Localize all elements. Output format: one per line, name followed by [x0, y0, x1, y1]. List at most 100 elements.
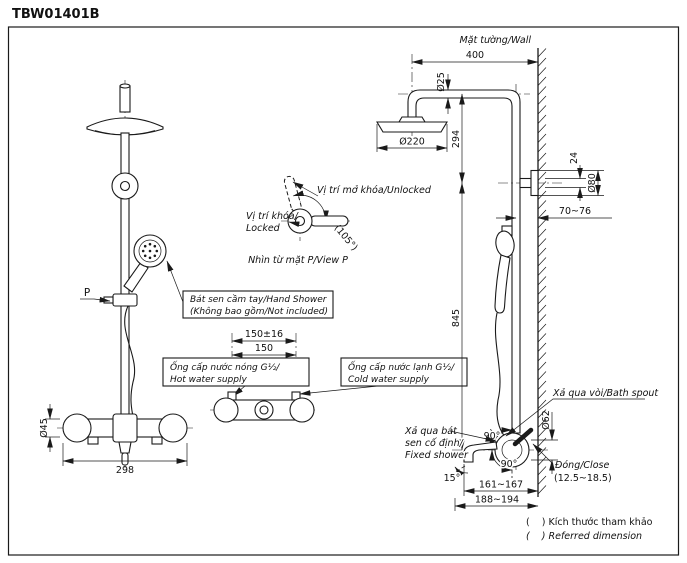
fixed-shower-line1: Xả qua bát: [404, 426, 458, 437]
dim-pitch-tolerance: 150±16: [231, 329, 297, 344]
cold-water-line1: Ống cấp nước lạnh G½/: [348, 360, 455, 373]
handle-side: [512, 427, 534, 447]
dim-spout-to-wall: 161~167: [463, 464, 539, 496]
dim-845: 845: [451, 182, 465, 451]
dim-d25-text: Ø25: [436, 72, 447, 92]
mixer-center-block: [112, 413, 138, 443]
mixer-spout-front: [118, 441, 132, 454]
view-p-detail: Vị trí mở khóa/Unlocked Vị trí khóa/ Loc…: [246, 175, 432, 266]
hot-water-note: Ống cấp nước nóng G½/ Hot water supply: [162, 357, 310, 397]
shower-head-side: [376, 121, 448, 133]
mixer-top-knob-right: [289, 397, 315, 423]
fixed-shower-line2: sen cố định/: [405, 438, 465, 449]
unlocked-label: Vị trí mở khóa/Unlocked: [317, 185, 432, 196]
slider-bracket: [112, 293, 138, 307]
locked-label-line1: Vị trí khóa/: [246, 211, 300, 222]
mixer-knob-left: [62, 413, 92, 443]
dim-188-194-text: 188~194: [475, 495, 519, 506]
dim-wall-to-pipe: 70~76: [496, 206, 612, 221]
dim-bracket-diameter-80: Ø80: [538, 169, 604, 197]
valve-stem: [294, 215, 306, 227]
slide-ring-knob: [119, 180, 131, 192]
hand-shower-note-leader: [166, 260, 184, 303]
cold-water-leader: [299, 385, 379, 396]
shower-hose-side: [494, 312, 507, 439]
locked-label-line2: Locked: [246, 223, 281, 234]
drawing-border: [7, 26, 680, 556]
bath-spout-label: Xả qua vòi/Bath spout: [552, 388, 659, 399]
dim-70-76-text: 70~76: [559, 206, 591, 217]
hand-shower-note-box: [182, 290, 334, 319]
dim-head-diameter-220: Ø220: [376, 124, 448, 152]
unlocked-leader: [292, 181, 319, 197]
angle-15-text: 15°: [444, 473, 461, 484]
shower-head-front: [86, 117, 164, 136]
dim-294-text: 294: [451, 130, 462, 148]
hand-shower-note-line1: Bát sen cầm tay/Hand Shower: [190, 294, 328, 305]
dim-arm-diameter-25: Ø25: [436, 72, 451, 114]
angle-90-bottom-text: 90°: [501, 459, 518, 470]
hand-shower-face-dots: [141, 242, 159, 260]
supply-stub-right: [151, 436, 163, 445]
wall-label-text: Mặt tường/Wall: [459, 35, 531, 46]
dim-24-text: 24: [569, 152, 580, 164]
dim-width-text: 298: [116, 465, 134, 476]
hot-water-line2: Hot water supply: [170, 375, 247, 385]
top-elbow-cap: [119, 83, 131, 89]
dim-845-text: 845: [451, 309, 462, 327]
dim-body-diameter: Ø45: [39, 404, 60, 452]
lever-unlocked-dashed: [283, 175, 302, 213]
mixer-top-knob-left: [213, 397, 239, 423]
dim-handle-to-wall: 188~194: [454, 495, 539, 511]
reference-note-en: ( ) Referred dimension: [526, 531, 642, 542]
supply-stub-left: [87, 436, 99, 445]
mixer-top-center-stem: [259, 405, 269, 415]
top-elbow: [119, 85, 131, 113]
angle-105-text: (105°): [332, 223, 360, 253]
cold-water-note: Ống cấp nước lạnh G½/ Cold water supply: [299, 357, 468, 396]
dim-pitch-text: 150: [255, 343, 273, 354]
hand-shower-face: [138, 239, 162, 263]
hand-shower-note: Bát sen cầm tay/Hand Shower (Không bao g…: [166, 260, 334, 319]
front-view: Ø45 298 P Bát sen cầm tay/Hand Shower (K…: [39, 80, 334, 476]
view-p-caption: Nhìn từ mặt P/View P: [248, 255, 348, 266]
shower-hose-front: [124, 305, 136, 418]
drawing-title: TBW01401B: [12, 7, 100, 22]
wall-hatch: [537, 48, 547, 495]
hand-shower-note-line2: (Không bao gồm/Not included): [190, 306, 328, 317]
mixer-top-center: [254, 400, 274, 420]
dim-width-298: 298: [62, 443, 188, 476]
supply-connection-view: 150±16 150 Ống cấp nước nóng G½/ Hot wat…: [162, 329, 468, 423]
cold-water-note-box: [340, 357, 468, 387]
close-leader: [532, 443, 554, 465]
dim-d80-text: Ø80: [587, 173, 598, 193]
head-connector-side: [398, 116, 426, 123]
spout-side: [463, 441, 498, 463]
dim-body-diameter-text: Ø45: [39, 418, 50, 438]
locked-leader: [288, 221, 300, 228]
mixer-knob-right: [158, 413, 188, 443]
mixer-lever-front: [121, 452, 129, 466]
spout-flange-side: [501, 439, 523, 461]
side-view: Mặt tường/Wall 400 Ø25 294 Ø220: [376, 35, 659, 511]
reference-notes: ( ) Kích thước tham khảo ( ) Referred di…: [526, 517, 653, 542]
cold-water-line2: Cold water supply: [348, 375, 430, 385]
dim-arm-reach-400: 400: [411, 50, 539, 65]
slide-ring: [111, 172, 139, 200]
dim-bracket-depth-24: 24: [545, 152, 586, 201]
hot-water-note-box: [162, 357, 310, 387]
close-label: Đóng/Close: [555, 460, 609, 471]
dim-pitch: 150: [231, 343, 297, 358]
dim-161-167-text: 161~167: [479, 480, 523, 491]
fixed-shower-leader: [449, 430, 497, 442]
lock-lever: [103, 296, 114, 304]
view-point-p: P: [80, 287, 111, 303]
fixed-shower-line3: Fixed shower: [405, 450, 469, 461]
hand-shower-handle-side: [494, 254, 511, 314]
p-label-text: P: [84, 287, 90, 299]
dim-400-text: 400: [466, 50, 484, 61]
bath-spout-leader: [505, 398, 645, 437]
dim-d220-text: Ø220: [399, 137, 425, 148]
